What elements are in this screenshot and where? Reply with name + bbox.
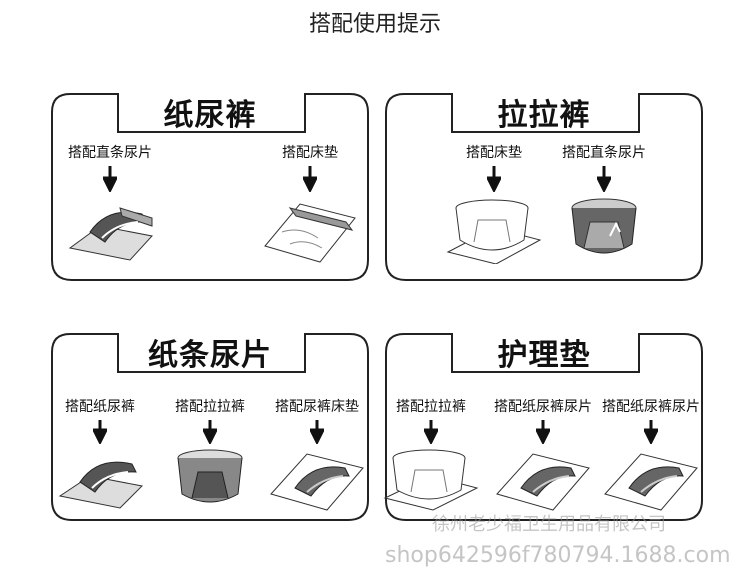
panel-heading: 纸尿裤: [163, 98, 257, 133]
combo-item: 搭配床垫: [255, 142, 365, 264]
combo-label: 搭配尿裤床垫: [275, 399, 359, 415]
down-arrow-icon: [644, 420, 658, 444]
page-title: 搭配使用提示: [308, 12, 441, 37]
down-arrow-icon: [103, 166, 117, 192]
down-arrow-icon: [536, 420, 550, 444]
panel-liner: 纸条尿片 搭配纸尿裤 搭配拉拉裤 搭配尿裤床垫: [50, 322, 370, 542]
panel-frame: [51, 333, 369, 521]
panel-heading: 拉拉裤: [497, 98, 591, 133]
pullup-liner-icon: [571, 198, 637, 254]
combo-item: 搭配纸尿裤尿片: [596, 396, 706, 512]
panel-pullup: 拉拉裤 搭配床垫 搭配直条尿片: [384, 82, 704, 302]
down-arrow-icon: [424, 420, 438, 444]
combo-item: 搭配尿裤床垫: [262, 396, 372, 512]
combo-item: 搭配直条尿片: [549, 142, 659, 264]
combo-item: 搭配床垫: [439, 142, 549, 264]
down-arrow-icon: [487, 166, 501, 192]
panel-frame: [51, 93, 369, 281]
pullup-on-pad-icon: [446, 199, 542, 264]
down-arrow-icon: [203, 420, 217, 444]
combo-item: 搭配纸尿裤尿片: [488, 396, 598, 512]
combo-label: 搭配纸尿裤尿片: [602, 399, 700, 415]
combo-item: 搭配纸尿裤: [45, 396, 155, 512]
combo-label: 搭配直条尿片: [68, 145, 152, 161]
diaper-on-pad-icon: [604, 453, 698, 511]
diaper-liner-icon: [68, 207, 153, 261]
diaper-on-pad-icon: [270, 453, 364, 511]
combo-label: 搭配拉拉裤: [175, 399, 245, 415]
panel-heading: 护理垫: [497, 338, 591, 373]
combo-label: 搭配纸尿裤尿片: [494, 399, 592, 415]
down-arrow-icon: [93, 420, 107, 444]
combo-label: 搭配直条尿片: [562, 145, 646, 161]
panel-care-pad: 护理垫 搭配拉拉裤 搭配纸尿裤尿片 搭配纸尿裤尿片: [383, 322, 706, 542]
diaper-on-pad-icon: [496, 453, 590, 511]
pullup-on-pad-icon: [383, 449, 479, 511]
watermark-company: 徐州老少福卫生用品有限公司: [432, 514, 666, 535]
panel-frame: [385, 333, 703, 521]
combo-label: 搭配纸尿裤: [65, 399, 135, 415]
combo-label: 搭配拉拉裤: [396, 399, 466, 415]
down-arrow-icon: [597, 166, 611, 192]
combo-item: 搭配直条尿片: [55, 142, 165, 264]
down-arrow-icon: [303, 166, 317, 192]
panel-diaper: 纸尿裤 搭配直条尿片 搭配床垫: [50, 82, 370, 302]
panel-frame: [385, 93, 703, 281]
bed-pad-icon: [264, 203, 356, 263]
down-arrow-icon: [310, 420, 324, 444]
combo-item: 搭配拉拉裤: [155, 396, 265, 512]
panel-heading: 纸条尿片: [148, 338, 272, 373]
diaper-liner-icon: [58, 461, 144, 509]
combo-label: 搭配床垫: [282, 145, 338, 161]
pullup-liner-icon: [177, 449, 243, 503]
combo-item: 搭配拉拉裤: [376, 396, 486, 512]
combo-label: 搭配床垫: [466, 145, 522, 161]
watermark-shop: shop642596f780794.1688.com: [385, 543, 731, 568]
